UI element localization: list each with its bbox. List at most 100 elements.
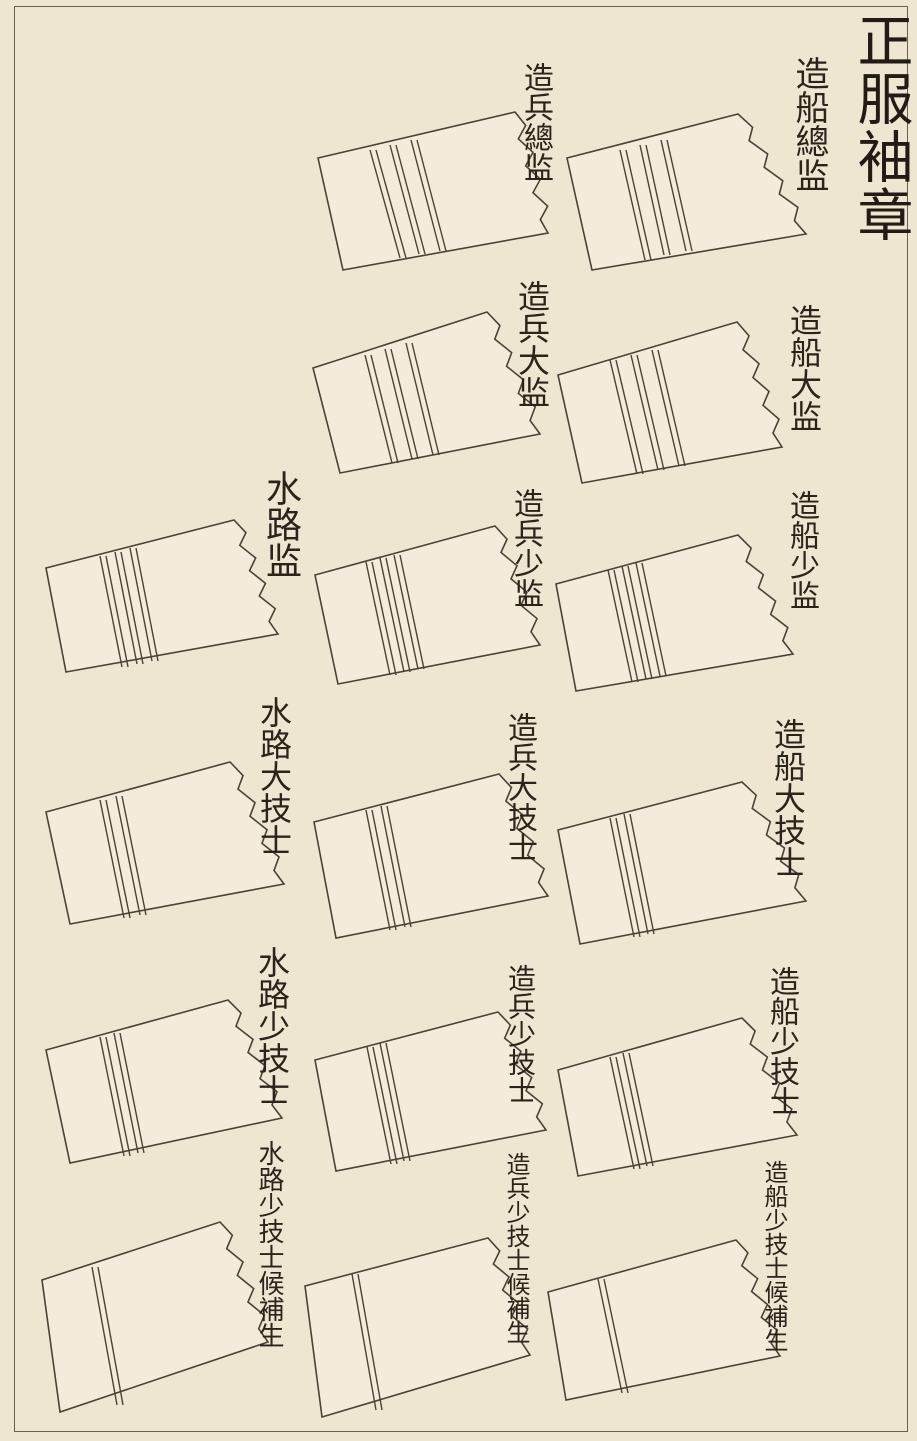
sleeve-stripe — [115, 795, 141, 916]
sleeve-stripe — [366, 1046, 392, 1165]
sleeve-outline — [304, 1237, 532, 1419]
sleeve-stripe — [97, 1266, 124, 1406]
sleeve-stripe — [364, 354, 393, 464]
sleeve-stripe — [390, 348, 419, 460]
sleeve-insignia — [317, 111, 550, 271]
sleeve-stripe — [386, 805, 412, 928]
sleeve-stripe — [411, 342, 440, 456]
sleeve-stripe — [351, 1273, 377, 1411]
rank-label: 造船少监 — [784, 490, 819, 610]
sleeve-stripe — [372, 1046, 398, 1165]
sleeve-outline — [555, 534, 795, 692]
sleeve-stripe — [613, 569, 639, 683]
sleeve-stripe — [597, 1278, 623, 1394]
rank-label: 造船少技士候補生 — [760, 1160, 788, 1352]
rank-label: 造船大技士 — [769, 718, 807, 878]
sleeve-insignia — [566, 113, 808, 271]
sleeve-stripe — [384, 348, 413, 460]
rank-label: 造兵總监 — [518, 62, 553, 182]
sleeve-stripe — [399, 554, 425, 670]
sleeve-stripe — [603, 1278, 629, 1394]
sleeve-stripe — [375, 149, 407, 259]
sleeve-stripe — [395, 144, 426, 255]
sleeve-stripe — [615, 359, 644, 475]
sleeve-insignia — [313, 773, 550, 939]
sleeve-stripe — [621, 565, 647, 680]
rank-label: 水路少技士 — [253, 946, 291, 1106]
sleeve-stripe — [615, 817, 641, 938]
sleeve-insignia — [45, 519, 280, 673]
sleeve-outline — [45, 999, 284, 1164]
sleeve-outline — [557, 1017, 799, 1177]
sleeve-insignia — [41, 1221, 270, 1414]
sleeve-stripe — [99, 1036, 125, 1157]
sleeve-outline — [312, 311, 542, 474]
sleeve-stripe — [622, 1052, 648, 1167]
sleeve-stripe — [379, 1042, 405, 1162]
sleeve-insignia — [304, 1237, 532, 1419]
sleeve-stripe — [405, 342, 434, 456]
sleeve-stripe — [114, 551, 138, 665]
sleeve-stripe — [371, 809, 397, 931]
sleeve-stripe — [609, 817, 635, 938]
sleeve-insignia — [312, 311, 542, 474]
sleeve-stripe — [628, 1052, 654, 1167]
rank-label: 水路监 — [260, 470, 301, 578]
rank-label: 造兵少监 — [508, 488, 543, 608]
sleeve-insignia — [557, 1017, 799, 1177]
sleeve-stripe — [371, 561, 397, 676]
rank-label: 造兵少技士 — [504, 964, 537, 1104]
sleeve-stripe — [627, 565, 653, 680]
rank-label: 水路大技士 — [255, 696, 293, 856]
sleeve-stripe — [99, 555, 123, 668]
sleeve-stripe — [105, 799, 131, 919]
sleeve-insignia — [557, 781, 808, 945]
page-title: 正服袖章 — [848, 12, 913, 244]
sleeve-stripe — [666, 139, 693, 252]
rank-label: 造船少技士 — [764, 966, 799, 1116]
sleeve-stripe — [657, 349, 686, 467]
sleeve-outline — [547, 1239, 782, 1401]
sleeve-stripe — [105, 1036, 131, 1157]
sleeve-stripe — [636, 354, 665, 471]
sleeve-insignia — [547, 1239, 782, 1401]
sleeve-insignia — [555, 534, 795, 692]
sleeve-stripe — [365, 561, 391, 676]
sleeve-stripe — [119, 1032, 145, 1154]
sleeve-insignia — [314, 1011, 548, 1172]
rank-label: 造船大监 — [785, 304, 823, 432]
sleeve-outline — [41, 1221, 270, 1414]
sleeve-stripe — [625, 149, 652, 261]
sleeve-stripe — [416, 139, 447, 252]
sleeve-stripe — [607, 569, 633, 683]
sleeve-stripe — [91, 1266, 118, 1406]
sleeve-stripe — [380, 805, 406, 928]
sleeve-stripe — [393, 554, 419, 670]
sleeve-outline — [314, 525, 542, 685]
sleeve-outline — [566, 113, 808, 271]
page-border — [14, 6, 908, 1432]
sleeve-stripe — [379, 557, 405, 673]
rank-label: 造兵大监 — [513, 280, 551, 408]
sleeve-outline — [45, 519, 280, 673]
sleeve-stripe — [389, 144, 420, 255]
sleeve-stripe — [623, 813, 649, 935]
sleeve-outline — [45, 761, 286, 925]
rank-label: 水路少技士候補生 — [254, 1140, 284, 1348]
sleeve-stripe — [120, 551, 144, 665]
sleeve-insignia — [557, 321, 784, 484]
sleeve-outline — [314, 1011, 548, 1172]
sleeve-stripe — [639, 144, 665, 256]
sleeve-stripe — [369, 149, 401, 259]
sleeve-stripe — [660, 139, 687, 252]
sleeve-stripe — [365, 809, 391, 931]
sleeve-stripe — [619, 149, 646, 261]
rank-label: 造船總监 — [789, 56, 829, 192]
sleeve-stripe — [113, 1032, 139, 1154]
sleeve-outline — [317, 111, 550, 271]
sleeve-insignia — [45, 761, 286, 925]
sleeve-stripe — [370, 354, 399, 464]
sleeve-outline — [557, 781, 808, 945]
